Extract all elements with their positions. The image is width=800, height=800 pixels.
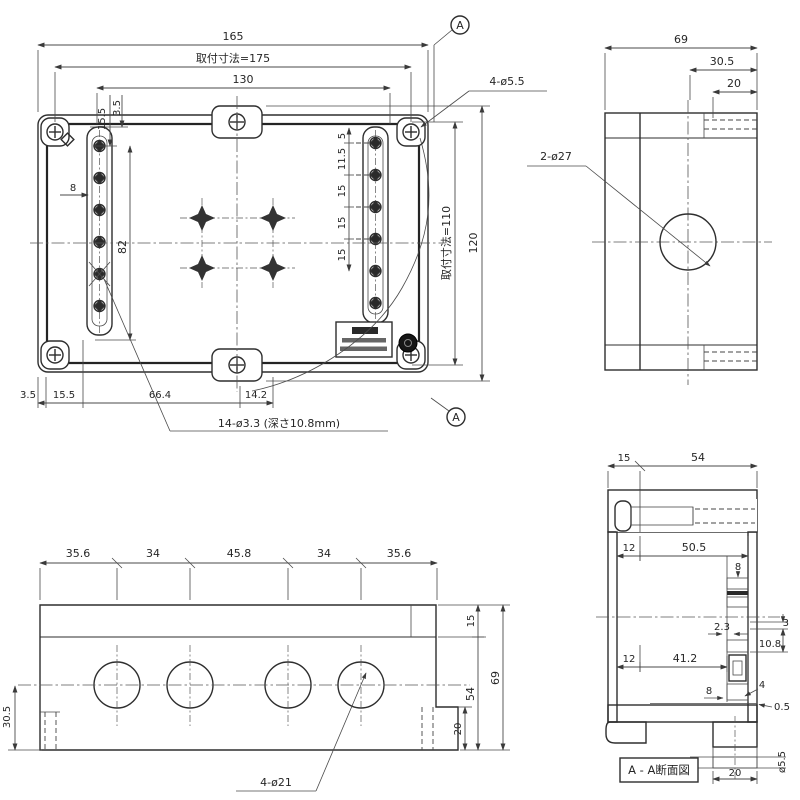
plan-vertical-dims: 取付寸法=110 120: [266, 105, 490, 382]
rail-column-section: [726, 556, 749, 702]
svg-text:20: 20: [453, 723, 464, 736]
section-cut-curve: [251, 137, 430, 392]
left-terminal-rail: [86, 126, 113, 336]
svg-text:12: 12: [623, 654, 636, 665]
svg-text:30.5: 30.5: [710, 55, 735, 68]
svg-text:2.3: 2.3: [714, 622, 730, 633]
cable-entry-hole: [659, 213, 717, 271]
svg-text:14-ø3.3 (深さ10.8mm): 14-ø3.3 (深さ10.8mm): [218, 417, 340, 430]
svg-text:20: 20: [727, 77, 741, 90]
cross-bosses: [189, 205, 286, 281]
svg-text:35.6: 35.6: [387, 547, 412, 560]
nameplate-logo: [352, 327, 378, 334]
plan-left-dims: 15.5 3.5 8 82: [60, 95, 136, 341]
nameplate: [335, 321, 393, 358]
svg-text:54: 54: [464, 687, 477, 701]
svg-text:30.5: 30.5: [2, 706, 13, 728]
svg-text:15.5: 15.5: [97, 108, 108, 130]
svg-text:15: 15: [466, 615, 477, 628]
datum-marker-top: A: [433, 15, 470, 122]
svg-text:165: 165: [223, 30, 244, 43]
nameplate-text-line: [342, 338, 386, 343]
svg-text:10.8: 10.8: [759, 639, 781, 650]
bottom-top-dims: 35.6 34 45.8 34 35.6: [39, 547, 438, 600]
svg-text:20: 20: [729, 768, 742, 779]
svg-text:11.5: 11.5: [337, 148, 348, 170]
bottom-right-dims: 15 54 69 20: [438, 604, 510, 751]
svg-text:3.5: 3.5: [20, 390, 36, 401]
svg-text:2-ø27: 2-ø27: [540, 150, 572, 163]
svg-text:A: A: [452, 411, 460, 424]
svg-text:5: 5: [337, 133, 348, 139]
side-hole-callout: 2-ø27: [527, 150, 711, 267]
svg-text:14.2: 14.2: [245, 390, 267, 401]
indicator-button: [398, 333, 418, 353]
plan-bottom-dims: 3.5 15.5 66.4 14.2: [20, 340, 274, 408]
svg-text:34: 34: [146, 547, 160, 560]
plan-view: A A 4-ø5.5 165 取付寸法=175 130: [20, 15, 547, 432]
rail-pitch-dims: 5 11.5 15 15 15: [337, 127, 371, 272]
svg-text:4: 4: [759, 680, 765, 691]
svg-text:12: 12: [623, 543, 636, 554]
side-view: 69 30.5 20 2-ø27: [527, 33, 772, 385]
left-wall-section: [607, 531, 618, 723]
svg-text:4-ø21: 4-ø21: [260, 776, 292, 789]
foot-right-section: 20 ø5.5: [690, 716, 788, 784]
svg-text:15: 15: [337, 249, 348, 262]
svg-text:54: 54: [691, 451, 705, 464]
svg-text:取付寸法=110: 取付寸法=110: [439, 206, 453, 280]
bottom-left-dim: 30.5: [2, 685, 42, 751]
svg-text:69: 69: [489, 671, 502, 685]
svg-text:15: 15: [337, 217, 348, 230]
bottom-hole-callout: 4-ø21: [236, 672, 367, 792]
svg-text:50.5: 50.5: [682, 541, 707, 554]
section-top-dims: 15 54: [607, 451, 758, 490]
svg-text:A: A: [456, 19, 464, 32]
lid-screw: [614, 500, 755, 532]
section-mid-dims: 12 50.5 8: [616, 536, 749, 578]
floor-section: [607, 704, 758, 723]
right-terminal-rail: [362, 126, 389, 326]
svg-text:A - A断面図: A - A断面図: [628, 763, 690, 777]
svg-text:ø5.5: ø5.5: [777, 751, 788, 773]
svg-text:8: 8: [70, 183, 76, 194]
svg-text:15.5: 15.5: [53, 390, 75, 401]
small-holes-callout: 14-ø3.3 (深さ10.8mm): [103, 278, 388, 432]
corner-holes-callout: 4-ø5.5: [420, 75, 547, 128]
svg-text:0.5: 0.5: [774, 702, 790, 713]
svg-text:8: 8: [735, 562, 741, 573]
svg-text:45.8: 45.8: [227, 547, 252, 560]
svg-text:4-ø5.5: 4-ø5.5: [489, 75, 524, 88]
svg-text:41.2: 41.2: [673, 652, 698, 665]
svg-text:66.4: 66.4: [149, 390, 171, 401]
section-detail-dims: 2.3 3 10.8: [708, 614, 789, 653]
section-view: 15 54: [596, 451, 790, 784]
section-lower-dims: 12 41.2 8 4 0.5: [616, 645, 790, 713]
svg-text:15: 15: [618, 453, 631, 464]
svg-text:120: 120: [467, 233, 480, 254]
nameplate-text-line: [340, 346, 387, 351]
mold-mark: [60, 132, 75, 147]
svg-text:130: 130: [233, 73, 254, 86]
svg-text:35.6: 35.6: [66, 547, 91, 560]
foot-left-section: [605, 721, 647, 744]
svg-text:3.5: 3.5: [112, 100, 123, 116]
svg-text:82: 82: [116, 240, 129, 254]
svg-text:取付寸法=175: 取付寸法=175: [196, 51, 270, 65]
svg-text:34: 34: [317, 547, 331, 560]
svg-text:15: 15: [337, 185, 348, 198]
svg-text:3: 3: [783, 618, 789, 629]
plan-horizontal-dims: 165 取付寸法=175 130: [37, 30, 429, 124]
svg-text:69: 69: [674, 33, 688, 46]
side-dims: 69 30.5 20: [604, 33, 758, 118]
bottom-view: 35.6 34 45.8 34 35.6 15 54 69 20 30.5 4-…: [2, 547, 510, 792]
datum-marker-bottom: A: [430, 397, 466, 427]
section-caption: A - A断面図: [619, 757, 699, 783]
svg-text:8: 8: [706, 686, 712, 697]
